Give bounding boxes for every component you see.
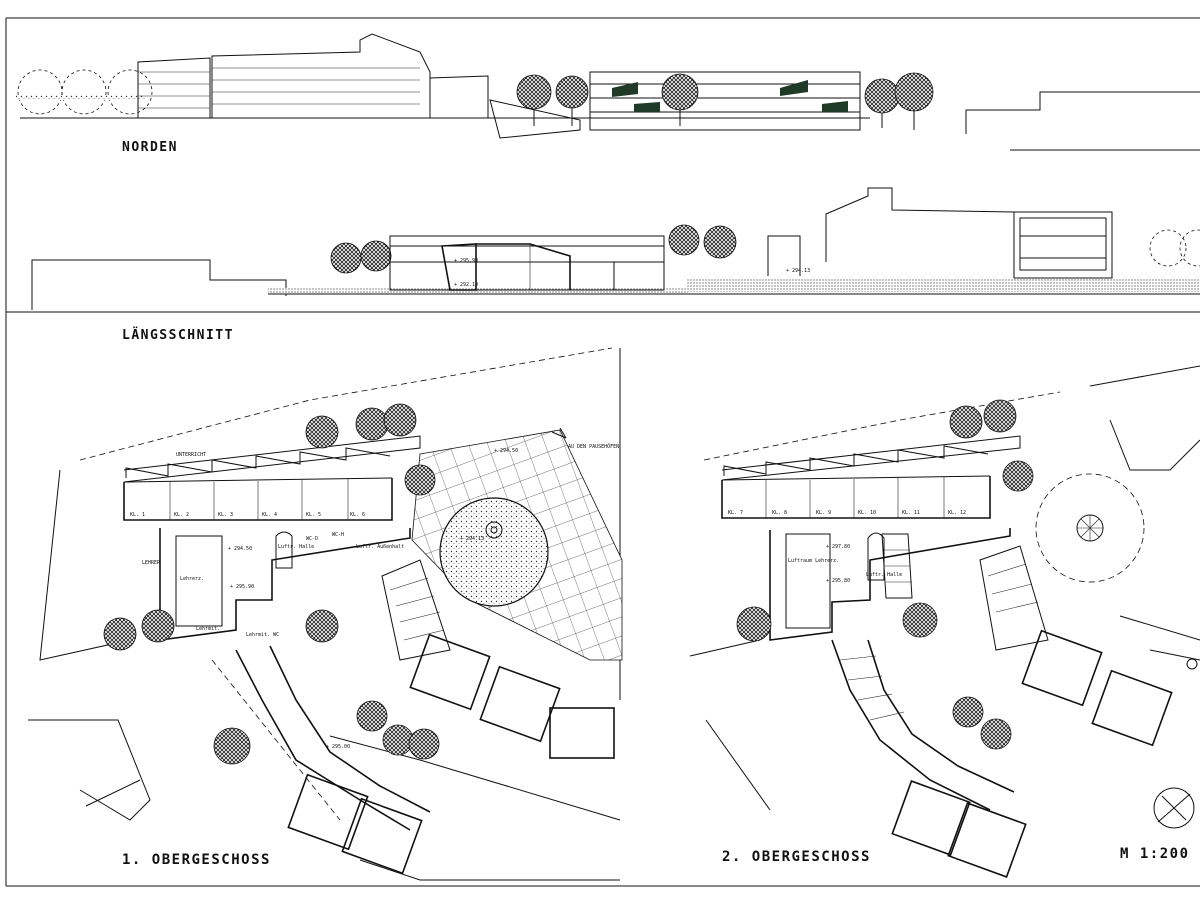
label-luftraum-lehrerz: Luftraum Lehrerz. [788,558,839,564]
sheet-frame [5,17,1200,887]
room-kl8: KL. 8 [772,510,787,516]
north-elevation-title: NORDEN [122,140,178,155]
level-295-80: + 295.80 [826,578,850,584]
level-294-13: + 294.13 [460,536,484,542]
floor1-top-label: UNTERRICHT [176,452,206,458]
room-kl5: KL. 5 [306,512,321,518]
first-floor-plan: UNTERRICHT KL. 1 KL. 2 KL. 3 KL. 4 KL. 5… [28,347,623,881]
level-294-50b: + 294.50 [494,448,518,454]
room-kl10: KL. 10 [858,510,876,516]
label-sarum: Lehrmit. WC [246,632,279,638]
room-kl9: KL. 9 [816,510,831,516]
level-294-50: + 294.50 [228,546,252,552]
level-295-90: + 295.90 [230,584,254,590]
label-lehrerz: Lehrerz. [180,576,204,582]
room-kl12: KL. 12 [948,510,966,516]
room-kl1: KL. 1 [130,512,145,518]
label-wc-h: WC-H [332,532,344,538]
label-wc-d: WC-D [306,536,318,542]
label-lehrmit: Lehrmit. [196,626,220,632]
second-floor-title: 2. OBERGESCHOSS [722,849,871,865]
room-kl4: KL. 4 [262,512,277,518]
scale-label: M 1:200 [1120,846,1190,862]
north-arrow-icon [1153,787,1195,829]
room-kl6: KL. 6 [350,512,365,518]
longitudinal-section: + 295.90 + 292.10 + 294.13 LÄNGSSCHNITT [31,187,1200,343]
room-kl7: KL. 7 [728,510,743,516]
level-297-80: + 297.80 [826,544,850,550]
second-floor-plan: KL. 7 KL. 8 KL. 9 KL. 10 KL. 11 KL. 12 L… [689,365,1200,878]
label-lehrer: LEHRER [142,560,161,566]
first-floor-title: 1. OBERGESCHOSS [122,852,271,868]
section-level-2: + 292.10 [454,282,478,288]
label-luftr-halle: Luftr. Halle [278,544,314,550]
north-elevation: NORDEN [16,33,1200,155]
room-kl3: KL. 3 [218,512,233,518]
level-295-00: + 295.00 [326,744,350,750]
section-level-3: + 294.13 [786,268,810,274]
room-kl11: KL. 11 [902,510,920,516]
section-title: LÄNGSSCHNITT [122,327,234,343]
arrow-label: AU DEN PAUSEHÖFEN [568,443,619,450]
label-luftr-aussen: Luftr. Außenhalt [356,544,404,550]
room-kl2: KL. 2 [174,512,189,518]
section-level-1: + 295.90 [454,258,478,264]
